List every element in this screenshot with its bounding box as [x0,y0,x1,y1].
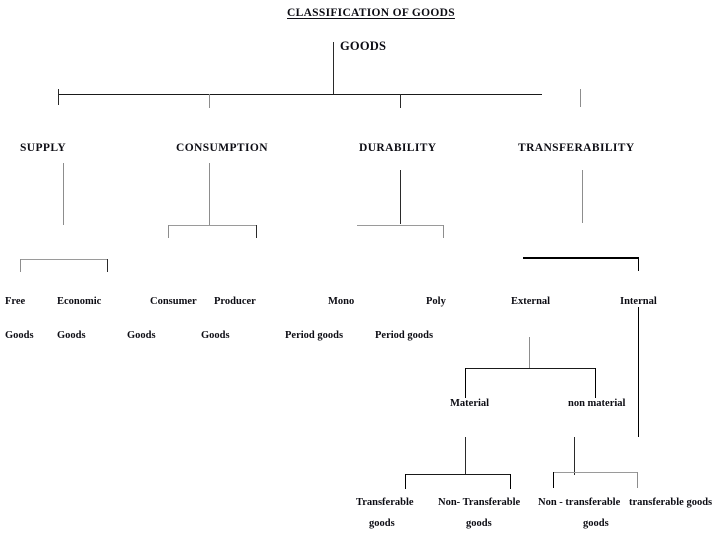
leaf-external: External [511,296,551,307]
material-stub-non-transferable [510,474,511,489]
diagram-title: CLASSIFICATION OF GOODS [287,7,455,19]
category-supply: SUPPLY [20,142,67,154]
supply-stub-free [20,259,21,272]
leaf-mono-period-goods-line1: Mono [328,296,355,307]
non-material-stub-non-transferable [553,472,554,488]
supply-stem-connector [63,163,64,225]
leaf-free-goods-line2: Goods [5,330,34,341]
category-consumption: CONSUMPTION [176,142,268,154]
leaf-producer-goods-line1: Producer [214,296,256,307]
consumption-stub-consumer [168,225,169,238]
root-stem-connector [333,42,334,94]
consumption-stem-connector [209,163,210,225]
consumption-horizontal-connector [168,225,257,226]
node-material: Material [450,398,490,409]
leaf-material-non-transferable-goods-line2: goods [466,518,492,529]
non-material-stub-transferable [637,472,638,488]
category-transferability: TRANSFERABILITY [518,142,635,154]
external-stub-non-material [595,368,596,398]
leaf-economic-goods-line2: Goods [57,330,86,341]
category-durability: DURABILITY [359,142,437,154]
transferability-stub-internal [638,257,639,271]
leaf-mono-period-goods-line2: Period goods [285,330,344,341]
leaf-material-non-transferable-goods-line1: Non- Transferable [438,497,521,508]
leaf-material-transferable-goods-line1: Transferable [356,497,414,508]
non-material-horizontal-connector [553,472,638,473]
leaf-economic-goods-line1: Economic [57,296,102,307]
supply-horizontal-connector [20,259,108,260]
external-horizontal-connector [465,368,595,369]
leaf-producer-goods-line2: Goods [201,330,230,341]
transferability-stem-connector [582,170,583,223]
leaf-consumer-goods-line1: Consumer [150,296,197,307]
root-node-goods: GOODS [340,39,387,53]
external-stem-connector [529,337,530,368]
durability-horizontal-connector [357,225,443,226]
leaf-internal: Internal [620,296,657,307]
external-stub-material [465,368,466,398]
material-horizontal-connector [405,474,510,475]
leaf-consumer-goods-line2: Goods [127,330,156,341]
level1-horizontal-connector [58,94,542,95]
consumption-stub-producer [256,225,257,238]
level1-stub-supply [58,89,59,105]
transferability-horizontal-connector [523,257,639,259]
non-material-stem-connector [574,437,575,475]
leaf-non-material-non-transferable-goods-line2: goods [583,518,609,529]
internal-stem-connector [638,307,639,437]
supply-stub-economic [107,259,108,272]
level1-stub-durability [400,94,401,108]
leaf-material-transferable-goods-line2: goods [369,518,395,529]
leaf-poly-period-goods-line1: Poly [426,296,446,307]
leaf-poly-period-goods-line2: Period goods [375,330,434,341]
leaf-non-material-non-transferable-goods-line1: Non - transferable [538,497,621,508]
durability-stem-connector [400,170,401,224]
material-stem-connector [465,437,466,475]
level1-stub-transferability [580,89,581,107]
level1-stub-consumption [209,94,210,108]
material-stub-transferable [405,474,406,489]
leaf-free-goods-line1: Free [5,296,26,307]
leaf-non-material-transferable-goods: transferable goods [629,497,713,508]
durability-stub-poly [443,225,444,238]
node-non-material: non material [568,398,626,409]
